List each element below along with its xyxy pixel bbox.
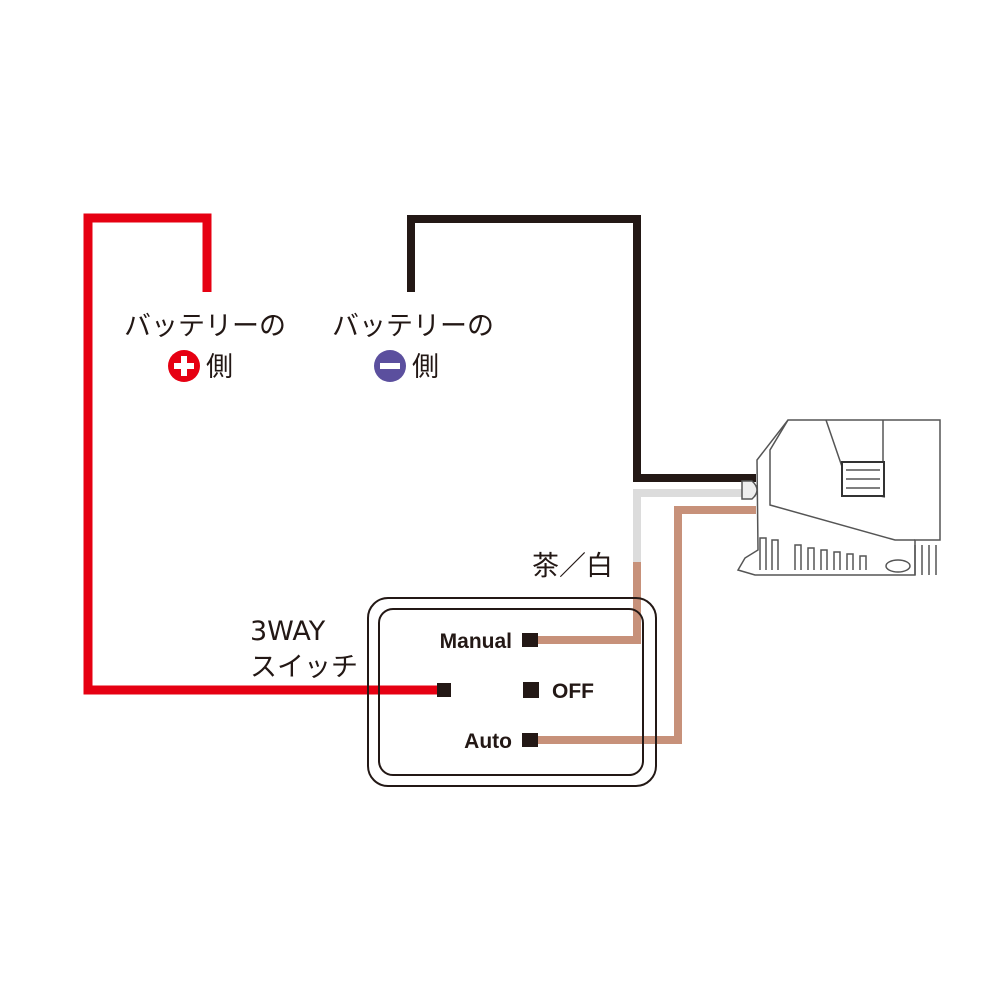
terminal-common: [437, 683, 451, 697]
off-label: OFF: [552, 680, 594, 703]
auto-label: Auto: [464, 730, 512, 753]
switch-title-line2: スイッチ: [250, 652, 358, 683]
battery-minus-label: バッテリーの: [332, 311, 494, 342]
manual-label: Manual: [440, 630, 512, 653]
terminal-auto: [522, 733, 538, 747]
minus-circle-icon: [374, 350, 406, 382]
brown-wire-manual: [527, 562, 641, 644]
battery-minus-side: 側: [412, 352, 439, 383]
terminal-off: [523, 682, 539, 698]
bilge-pump-illustration: [736, 419, 941, 576]
terminal-manual: [522, 633, 538, 647]
wire-color-label: 茶／白: [532, 551, 613, 582]
red-wire: [83, 213, 443, 695]
three-way-switch: Manual OFF Auto: [367, 597, 657, 787]
brown-wire-auto: [527, 506, 756, 744]
white-wire: [633, 489, 756, 566]
black-wire: [407, 215, 756, 482]
battery-plus-side: 側: [206, 352, 233, 383]
battery-plus-label: バッテリーの: [124, 311, 286, 342]
switch-title-line1: 3WAY: [250, 616, 326, 647]
plus-circle-icon: [168, 350, 200, 382]
